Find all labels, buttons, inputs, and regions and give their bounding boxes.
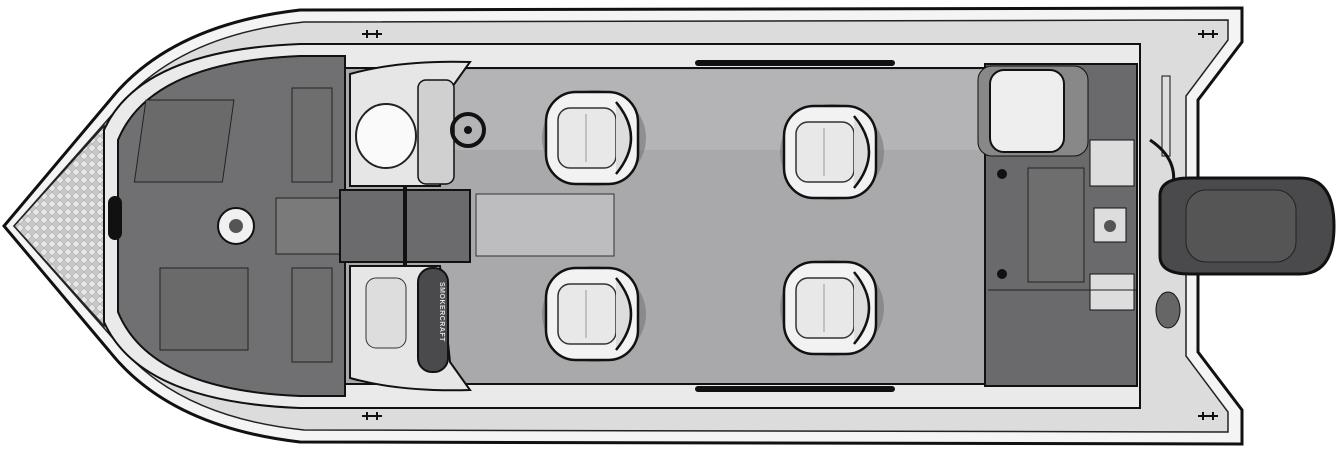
seat-front-left [540,88,648,188]
seat-rear-left [778,102,886,202]
seat-front-right [540,264,648,364]
smokercraft-logo: SMOKERCRAFT [438,282,445,342]
bow-diamond-plate [12,124,105,328]
stern-seat [989,69,1065,153]
seat-rear-right [778,258,886,358]
bow-hatch [133,99,235,183]
steering-wheel [450,112,486,148]
bow-hatch [159,267,249,351]
logo-panel [417,267,449,373]
